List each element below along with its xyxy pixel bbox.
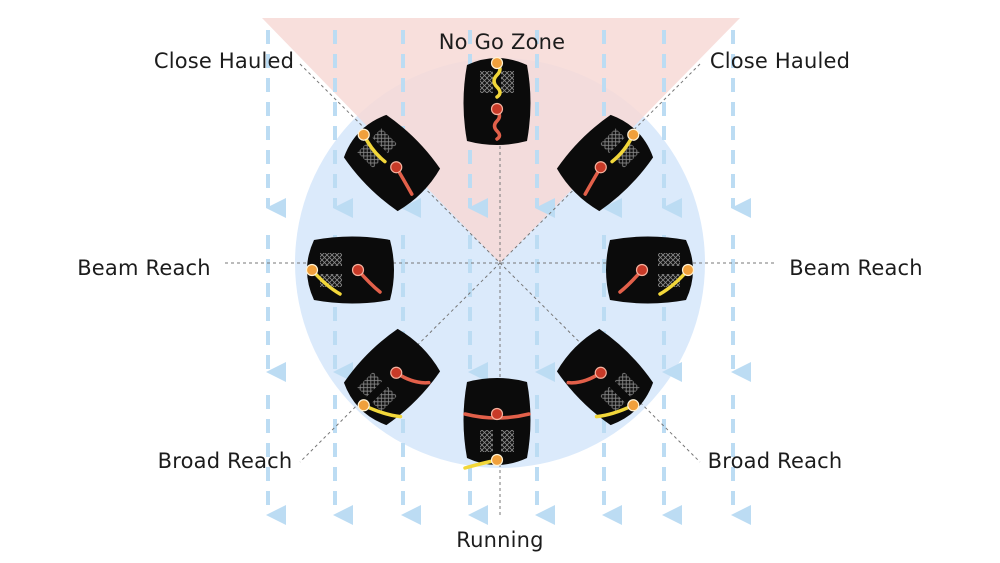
main-sail <box>492 109 502 141</box>
mast-dot-icon <box>594 161 607 174</box>
mast-dot-icon <box>390 366 403 379</box>
sheet-point-icon <box>490 56 504 70</box>
sailboat-icon <box>463 378 531 470</box>
sailboat-icon <box>305 236 394 304</box>
label-close-hauled-right: Close Hauled <box>710 49 850 73</box>
sailboat-icon <box>343 328 441 426</box>
boat-mesh-panel <box>501 71 514 93</box>
boat-mesh-panel <box>600 128 625 154</box>
mast-dot-icon <box>490 102 504 116</box>
label-broad-reach-left: Broad Reach <box>158 449 293 473</box>
sheet-point-icon <box>305 263 319 277</box>
boat-mesh-panel <box>600 386 625 412</box>
label-beam-reach-right: Beam Reach <box>789 256 923 280</box>
boat-mesh-panel <box>480 71 493 93</box>
sailboat-icon <box>556 114 654 212</box>
mast-dot-icon <box>351 263 365 277</box>
mast-dot-icon <box>390 161 403 174</box>
boat-mesh-panel <box>357 143 383 168</box>
sailboat-icon <box>343 114 441 212</box>
mast-dot-icon <box>594 366 607 379</box>
boat-mesh-panel <box>372 386 397 412</box>
label-no-go-zone: No Go Zone <box>439 30 566 54</box>
boat-mesh-panel <box>320 253 342 266</box>
sheet-point-icon <box>357 128 370 141</box>
sheet-point-icon <box>627 128 640 141</box>
sailboat-icon <box>606 236 695 304</box>
label-beam-reach-left: Beam Reach <box>77 256 211 280</box>
label-running: Running <box>456 528 543 552</box>
boat-mesh-panel <box>614 372 640 397</box>
sheet-point-icon <box>357 399 370 412</box>
label-close-hauled-left: Close Hauled <box>154 49 294 73</box>
boat-mesh-panel <box>357 372 383 397</box>
jib-sail <box>492 61 502 99</box>
sheet-point-icon <box>627 399 640 412</box>
sheet-point-icon <box>681 263 695 277</box>
mast-dot-icon <box>490 407 504 421</box>
boat-hull <box>463 378 531 465</box>
boat-mesh-panel <box>372 128 397 154</box>
label-broad-reach-right: Broad Reach <box>708 449 843 473</box>
boat-mesh-panel <box>501 430 514 452</box>
sailboat-icon <box>556 328 654 426</box>
boat-mesh-panel <box>480 430 493 452</box>
sailboat-icon <box>463 56 531 145</box>
sheet-point-icon <box>490 453 504 467</box>
mast-dot-icon <box>635 263 649 277</box>
boat-mesh-panel <box>658 253 680 266</box>
boats <box>305 56 695 470</box>
boat-mesh-panel <box>614 143 640 168</box>
